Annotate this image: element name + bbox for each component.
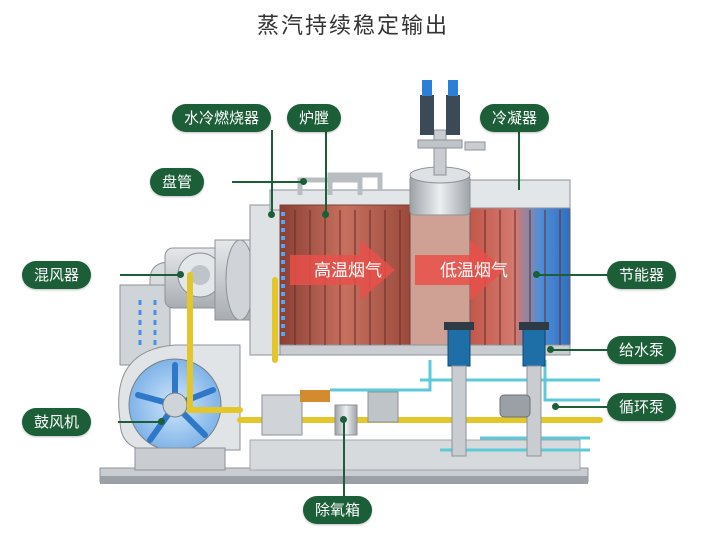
- economizer-leader: [536, 274, 610, 276]
- burner-dot: [268, 211, 275, 218]
- diagram-title: 蒸汽持续稳定输出: [256, 14, 449, 39]
- label-condenser: 冷凝器: [480, 104, 550, 132]
- burner-housing: [214, 239, 256, 321]
- mixer-dot: [177, 271, 184, 278]
- deaerator-tank: [261, 390, 399, 436]
- condenser-leader: [518, 130, 520, 190]
- blower-fan: [118, 344, 241, 471]
- low-temp-flow-label: 低温烟气: [440, 261, 508, 281]
- label-burner: 水冷燃烧器: [172, 104, 272, 132]
- label-coil: 盘管: [150, 168, 205, 196]
- label-mixer: 混风器: [22, 261, 92, 289]
- burner-leader: [271, 130, 273, 215]
- circulation-pump: [499, 322, 549, 457]
- label-furnace: 炉膛: [287, 104, 342, 132]
- deaerator-dot: [340, 416, 347, 423]
- blower-dot: [158, 418, 165, 425]
- water-pipes: [330, 360, 600, 452]
- feed-pump-dot: [547, 346, 554, 353]
- high-temp-flow-label: 高温烟气: [314, 261, 382, 281]
- circ-pump-leader: [555, 406, 610, 408]
- blower-leader: [118, 421, 162, 423]
- furnace-leader: [325, 130, 327, 215]
- coil-dot: [300, 178, 307, 185]
- steam-drum: [409, 80, 486, 216]
- circ-pump-dot: [552, 403, 559, 410]
- economizer-dot: [533, 271, 540, 278]
- furnace-dot: [322, 211, 329, 218]
- top-pipes: [297, 172, 383, 195]
- label-blower: 鼓风机: [22, 408, 92, 436]
- label-economizer: 节能器: [607, 261, 677, 289]
- coil-leader: [232, 181, 304, 183]
- label-deaerator: 除氧箱: [303, 496, 373, 524]
- mixer-leader: [120, 274, 180, 276]
- label-circ-pump: 循环泵: [607, 393, 677, 421]
- flow-arrows: [290, 240, 505, 300]
- feed-pump: [444, 322, 474, 457]
- feed-pump-leader: [550, 349, 610, 351]
- deaerator-leader: [343, 420, 345, 498]
- label-feed-pump: 给水泵: [607, 336, 677, 364]
